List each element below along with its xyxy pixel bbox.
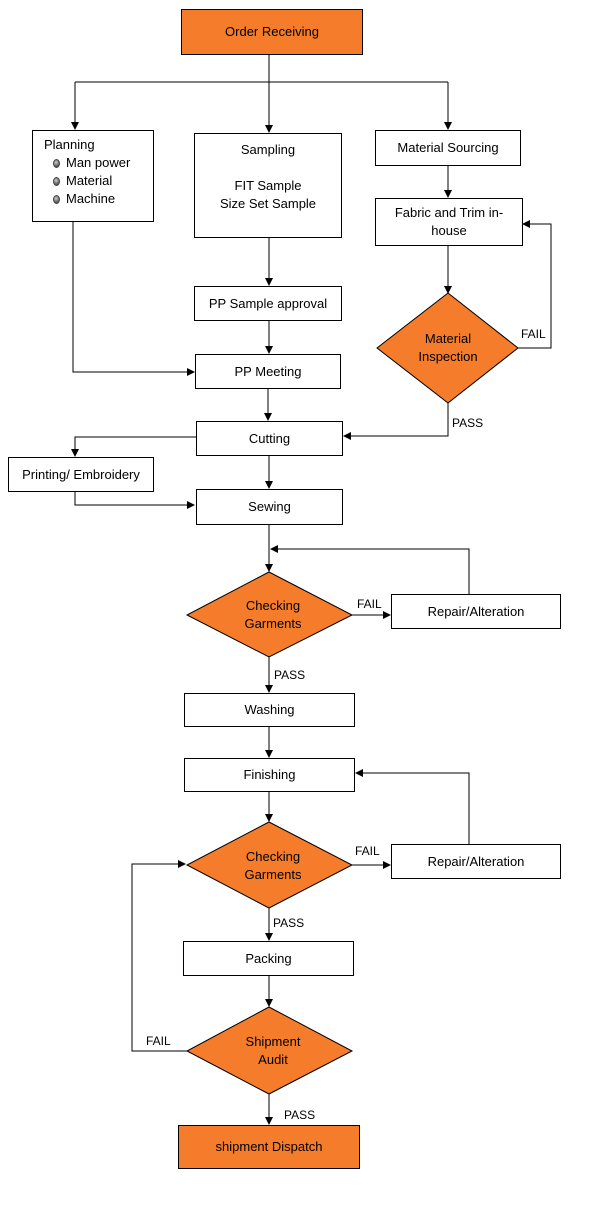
order-receiving-node: Order Receiving <box>181 9 363 55</box>
sampling-line: Size Set Sample <box>219 196 317 211</box>
printing-embroidery-node: Printing/ Embroidery <box>8 457 154 492</box>
arrow-printing-to-sewing <box>74 492 195 509</box>
fabric-trim-node: Fabric and Trim in-house <box>375 198 523 246</box>
checking-garments-diamond-2 <box>185 821 354 909</box>
planning-item-label: Machine <box>66 191 116 206</box>
inspection-pass-label: PASS <box>452 416 484 430</box>
planning-item-label: Man power <box>66 155 131 170</box>
arrow-audit-fail-loop <box>131 860 188 1052</box>
shipment-dispatch-label: shipment Dispatch <box>215 1139 323 1154</box>
repair-alteration-label: Repair/Alteration <box>427 603 525 619</box>
packing-label: Packing <box>245 950 292 966</box>
cutting-node: Cutting <box>196 421 343 456</box>
washing-node: Washing <box>184 693 355 727</box>
audit-pass-label: PASS <box>284 1108 316 1122</box>
planning-item: Material <box>53 172 153 190</box>
check2-pass-label: PASS <box>273 916 305 930</box>
audit-fail-label: FAIL <box>146 1034 171 1048</box>
material-sourcing-node: Material Sourcing <box>375 130 521 166</box>
sampling-title: Sampling <box>240 142 296 157</box>
repair-alteration-node-2: Repair/Alteration <box>391 844 561 879</box>
planning-list: Man power Material Machine <box>44 154 153 208</box>
sampling-line: FIT Sample <box>234 178 302 193</box>
pp-meeting-node: PP Meeting <box>195 354 341 389</box>
check2-fail-label: FAIL <box>355 844 380 858</box>
arrow-repair1-loop <box>270 545 470 594</box>
shipment-dispatch-node: shipment Dispatch <box>178 1125 360 1169</box>
pp-sample-approval-label: PP Sample approval <box>208 295 328 311</box>
bullet-icon <box>53 194 60 204</box>
material-sourcing-label: Material Sourcing <box>397 140 499 155</box>
printing-embroidery-label: Printing/ Embroidery <box>22 466 140 482</box>
inspection-fail-label: FAIL <box>521 327 546 341</box>
sewing-node: Sewing <box>196 489 343 525</box>
shipment-audit-diamond <box>185 1006 354 1095</box>
bullet-icon <box>53 176 60 186</box>
finishing-node: Finishing <box>184 758 355 792</box>
pp-meeting-label: PP Meeting <box>234 363 302 379</box>
check1-pass-label: PASS <box>274 668 306 682</box>
bullet-icon <box>53 158 60 168</box>
finishing-label: Finishing <box>243 767 296 782</box>
repair-alteration-label: Repair/Alteration <box>427 853 525 869</box>
washing-label: Washing <box>244 702 295 717</box>
arrow-repair2-loop <box>355 769 470 844</box>
planning-title: Planning <box>44 137 95 152</box>
planning-item-label: Material <box>66 173 113 188</box>
fabric-trim-label: Fabric and Trim in-house <box>394 205 504 238</box>
planning-node: Planning Man power Material Machine <box>32 130 154 222</box>
sampling-node: Sampling FIT Sample Size Set Sample <box>194 133 342 238</box>
arrow-inspection-pass-to-cutting <box>343 403 449 440</box>
order-receiving-label: Order Receiving <box>225 24 319 39</box>
planning-item: Machine <box>53 190 153 208</box>
planning-item: Man power <box>53 154 153 172</box>
checking-garments-diamond-1 <box>185 571 354 658</box>
pp-sample-approval-node: PP Sample approval <box>194 286 342 321</box>
cutting-label: Cutting <box>248 430 291 446</box>
repair-alteration-node-1: Repair/Alteration <box>391 594 561 629</box>
arrow-inspection-fail-loop <box>518 220 552 349</box>
material-inspection-diamond <box>376 292 519 404</box>
arrow-cutting-to-printing <box>71 436 196 457</box>
arrow-planning-to-pp-meeting <box>72 222 195 376</box>
check1-fail-label: FAIL <box>357 597 382 611</box>
sewing-label: Sewing <box>248 499 291 514</box>
packing-node: Packing <box>183 941 354 976</box>
